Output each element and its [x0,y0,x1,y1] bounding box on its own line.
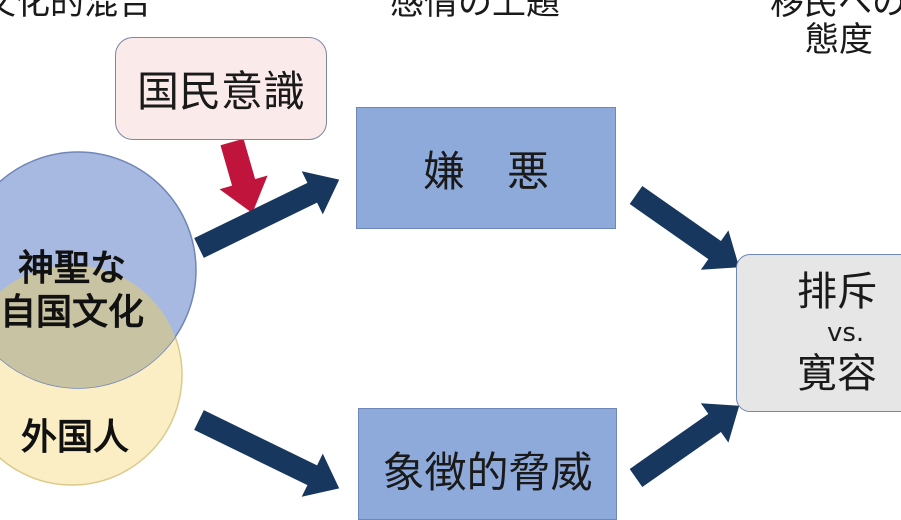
aversion-label: 嫌 悪 [422,146,549,196]
national-consciousness-label: 国民意識 [136,67,305,116]
versus-label: vs. [827,318,865,348]
symbolic-threat-label: 象徴的脅威 [382,448,593,497]
diagram-shapes [0,138,740,497]
symbolic-threat-box: 象徴的脅威 [358,408,617,520]
header-immigrant-attitude-line2: 態度 [805,20,873,60]
header-immigrant-attitude-line1: 移民への [770,0,901,23]
exclusion-label: 排斥 [797,269,877,315]
navy-arrow-to-threat [194,410,340,497]
circle-overlap [0,265,182,388]
sacred-culture-label-line2: 自国文化 [0,292,144,333]
national-consciousness-box: 国民意識 [115,37,327,140]
foreigners-label: 外国人 [20,417,129,458]
header-cultural-mixing: 文化的混合 [0,0,152,23]
header-emotion-problem: 感情の上題 [390,0,560,23]
tolerance-label: 寛容 [797,351,877,397]
red-arrow [219,138,268,214]
navy-arrow-threat-to-attitude [629,403,740,488]
navy-arrow-aversion-to-attitude [629,185,740,270]
navy-arrow-to-aversion [194,171,340,258]
sacred-culture-label-line1: 神聖な [17,248,126,289]
attitude-box: 排斥 vs. 寛容 [736,254,901,412]
aversion-box: 嫌 悪 [356,107,616,229]
